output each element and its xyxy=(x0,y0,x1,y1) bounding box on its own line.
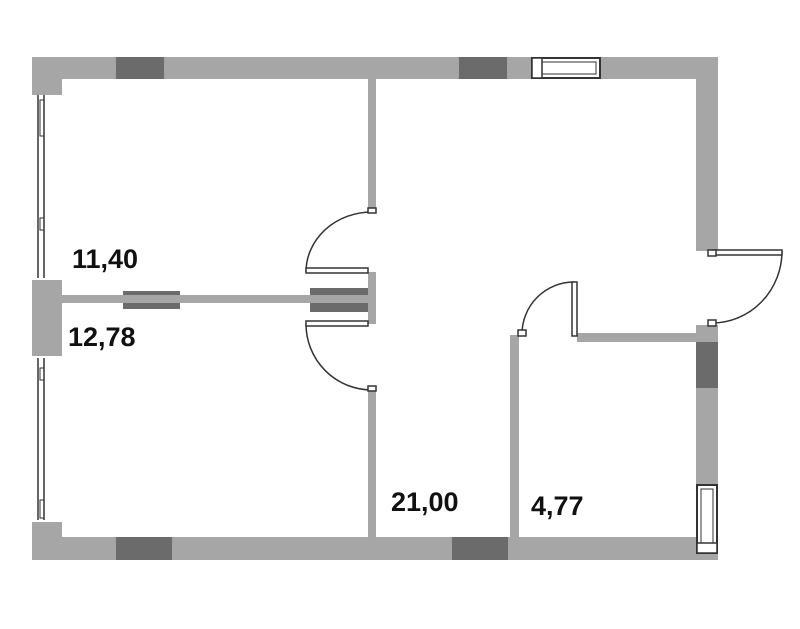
left-wall-top-corner xyxy=(32,57,62,95)
bottom-block-1 xyxy=(116,537,172,560)
door-bedroom-upper xyxy=(305,207,377,274)
top-block-2 xyxy=(459,57,507,79)
door-bedroom-lower xyxy=(305,320,377,392)
bottom-wall xyxy=(32,537,510,560)
partition-vertical-upper xyxy=(368,79,376,212)
window-upper-left xyxy=(37,95,45,278)
bottom-wall-bathroom xyxy=(510,537,696,560)
top-block-1 xyxy=(116,57,164,79)
structural-blocks xyxy=(116,57,718,560)
bathroom-wall-top xyxy=(577,333,696,342)
door-entrance xyxy=(707,249,783,327)
partition-vertical-lower xyxy=(368,390,376,537)
area-label-bathroom: 4,77 xyxy=(531,491,584,521)
left-wall-mid-pier xyxy=(32,280,62,356)
area-label-bedroom-upper: 11,40 xyxy=(72,244,138,274)
right-block xyxy=(696,342,718,388)
area-label-bedroom-lower: 12,78 xyxy=(68,322,136,352)
area-label-living-room: 21,00 xyxy=(391,487,459,517)
left-windows xyxy=(37,95,45,520)
interior-partitions xyxy=(62,79,696,537)
doors xyxy=(305,207,783,392)
vent-shaft-right xyxy=(696,484,718,554)
bathroom-wall-left xyxy=(510,335,519,537)
door-bathroom xyxy=(517,281,578,337)
vent-shaft-top xyxy=(531,57,601,79)
bottom-block-2 xyxy=(452,537,508,560)
partition-vertical-middle xyxy=(368,272,376,324)
partition-bedrooms xyxy=(62,295,372,303)
right-wall-upper xyxy=(696,57,718,251)
window-lower-left xyxy=(37,358,45,520)
